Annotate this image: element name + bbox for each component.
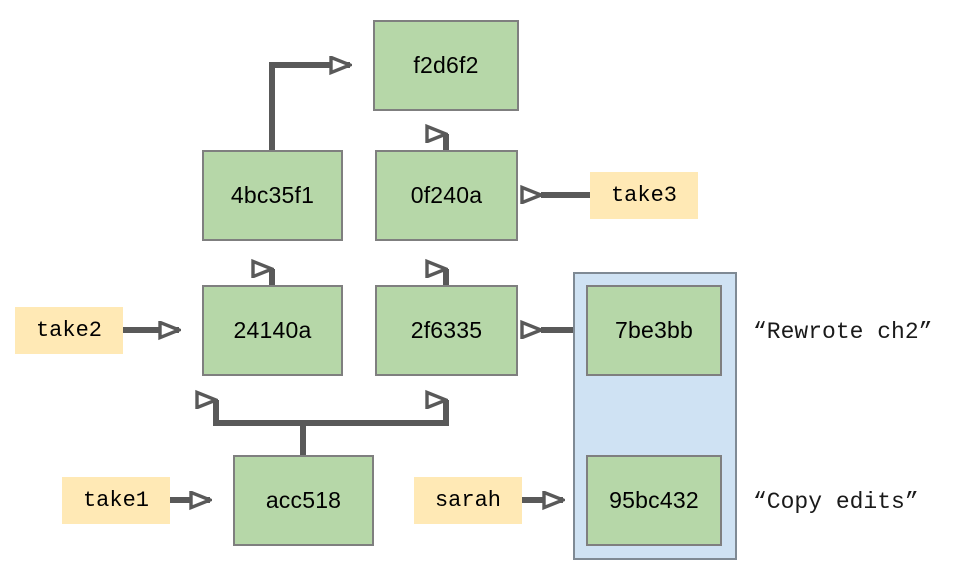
commit-node-95bc432[interactable]: 95bc432 bbox=[586, 455, 722, 546]
commit-label: 95bc432 bbox=[609, 487, 699, 513]
tag-take3[interactable]: take3 bbox=[590, 172, 698, 219]
annotation-text: “Copy edits” bbox=[753, 489, 919, 515]
commit-label: 0f240a bbox=[410, 182, 483, 208]
edge-acc518-to-2f6335 bbox=[300, 400, 449, 455]
annotation-rewrote-ch2: “Rewrote ch2” bbox=[753, 312, 932, 352]
commit-label: f2d6f2 bbox=[413, 52, 479, 78]
commit-node-0f240a[interactable]: 0f240a bbox=[375, 150, 518, 241]
commit-node-2f6335[interactable]: 2f6335 bbox=[375, 285, 518, 376]
commit-node-24140a[interactable]: 24140a bbox=[202, 285, 343, 376]
tag-label: sarah bbox=[434, 488, 501, 513]
commit-node-4bc35f1[interactable]: 4bc35f1 bbox=[202, 150, 343, 241]
commit-node-acc518[interactable]: acc518 bbox=[233, 455, 374, 546]
tag-take1[interactable]: take1 bbox=[62, 477, 170, 524]
tag-label: take2 bbox=[35, 318, 102, 343]
commit-label: 4bc35f1 bbox=[230, 182, 315, 208]
tag-take2[interactable]: take2 bbox=[15, 307, 123, 354]
commit-node-7be3bb[interactable]: 7be3bb bbox=[586, 285, 722, 376]
commit-label: 7be3bb bbox=[615, 317, 693, 343]
tag-label: take3 bbox=[610, 183, 677, 208]
edge-4bc35f1-to-f2d6f2 bbox=[269, 65, 350, 150]
edge-acc518-to-24140a bbox=[216, 400, 306, 455]
commit-label: acc518 bbox=[265, 487, 342, 513]
annotation-copy-edits: “Copy edits” bbox=[753, 482, 919, 522]
annotation-text: “Rewrote ch2” bbox=[753, 319, 933, 345]
commit-label: 2f6335 bbox=[410, 317, 483, 343]
commit-label: 24140a bbox=[233, 317, 312, 343]
tag-sarah[interactable]: sarah bbox=[414, 477, 522, 524]
commit-node-f2d6f2[interactable]: f2d6f2 bbox=[373, 20, 519, 111]
tag-label: take1 bbox=[82, 488, 149, 513]
